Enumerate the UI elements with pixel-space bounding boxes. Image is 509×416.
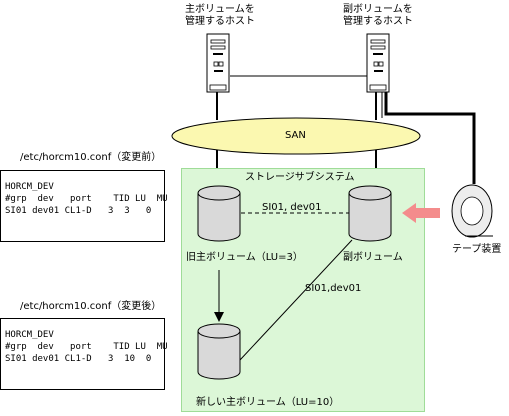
config-after-line: #grp dev port TID LU MU [5, 342, 168, 352]
new-pair-label: SI01,dev01 [305, 283, 362, 294]
host-tape-link [384, 92, 476, 184]
tape-drive-label: テープ装置 [452, 244, 502, 255]
new-pair-link [239, 239, 353, 361]
primary-host-label-line1: 主ボリュームを [185, 4, 255, 15]
tape-drive-icon [451, 184, 493, 238]
config-before-line: HORCM_DEV [5, 182, 54, 192]
old-primary-volume-label: 旧主ボリューム（LU=3） [186, 252, 303, 263]
storage-label: ストレージサブシステム [245, 172, 355, 183]
old-pair-label: SI01, dev01 [262, 202, 322, 213]
disk-cylinder-icon [197, 185, 241, 242]
secondary-host-label-line1: 副ボリュームを [343, 4, 413, 15]
new-primary-volume-label: 新しい主ボリューム（LU=10） [196, 397, 340, 408]
san-ellipse [171, 117, 421, 155]
migration-arrow-head [214, 312, 224, 322]
config-after-title: /etc/horcm10.conf（変更後） [20, 301, 162, 312]
disk-cylinder-icon [197, 323, 241, 380]
server-icon [366, 33, 390, 93]
config-before-line: #grp dev port TID LU MU [5, 194, 168, 204]
server-icon [206, 33, 230, 93]
secondary-volume-label: 副ボリューム [343, 252, 403, 263]
primary-host-label-line2: 管理するホスト [185, 16, 255, 27]
config-after-line: HORCM_DEV [5, 330, 54, 340]
config-before-title: /etc/horcm10.conf（変更前） [20, 152, 162, 163]
restore-arrow [402, 203, 440, 223]
disk-cylinder-icon [348, 185, 392, 242]
san-label: SAN [285, 130, 306, 141]
config-after-box: HORCM_DEV #grp dev port TID LU MU SI01 d… [0, 318, 168, 390]
config-before-box: HORCM_DEV #grp dev port TID LU MU SI01 d… [0, 170, 168, 242]
config-after-line: SI01 dev01 CL1-D 3 10 0 [5, 354, 152, 364]
config-before-line: SI01 dev01 CL1-D 3 3 0 [5, 206, 152, 216]
secondary-host-label-line2: 管理するホスト [343, 16, 413, 27]
